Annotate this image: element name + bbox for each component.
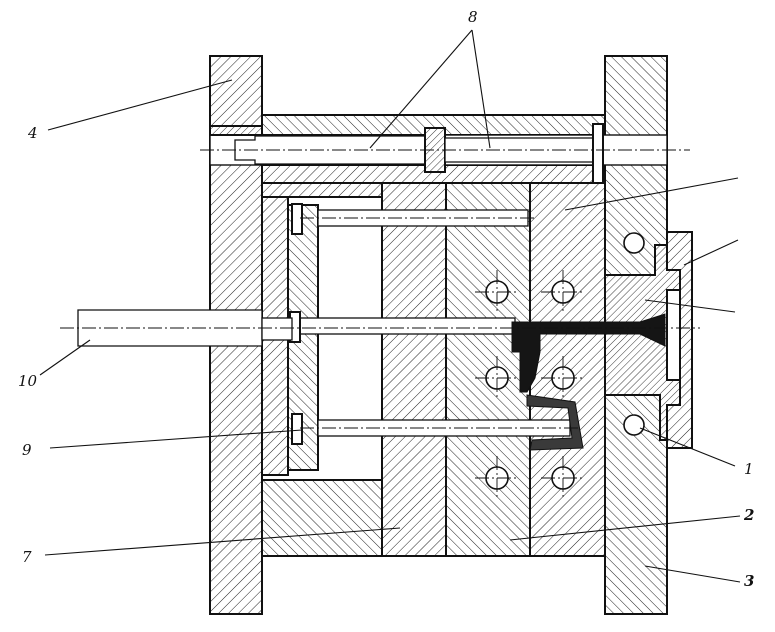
label-7: 7 bbox=[22, 548, 32, 566]
label-4: 4 bbox=[27, 124, 38, 142]
label-8: 8 bbox=[468, 8, 478, 26]
guide-bushing bbox=[592, 123, 604, 185]
guide-pin-left bbox=[234, 135, 426, 165]
label-2: 2 bbox=[743, 506, 754, 524]
locating-ring bbox=[666, 231, 693, 449]
center-lines bbox=[60, 149, 700, 500]
leader-lines bbox=[39, 29, 741, 583]
label-10: 10 bbox=[18, 372, 38, 390]
core-plate bbox=[445, 182, 531, 557]
label-3: 3 bbox=[744, 572, 754, 590]
label-9: 9 bbox=[22, 441, 32, 459]
label-1: 1 bbox=[744, 460, 754, 478]
ejector-housing-top bbox=[261, 182, 383, 198]
ejector-rod-collar bbox=[261, 317, 293, 341]
spacer-block bbox=[261, 479, 383, 557]
molded-part-shell bbox=[526, 394, 584, 451]
molded-part-runner bbox=[511, 313, 666, 393]
support-plate bbox=[381, 182, 447, 557]
guide-sleeve-left bbox=[209, 125, 263, 136]
sprue-bushing bbox=[604, 244, 691, 441]
